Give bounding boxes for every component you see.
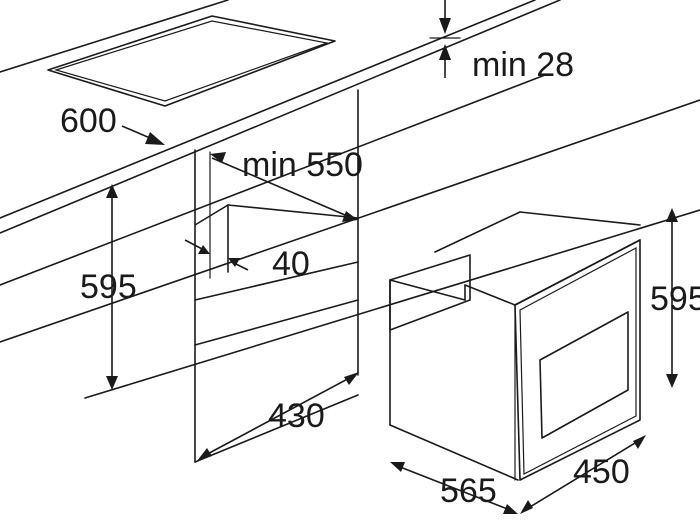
dimension-40 — [184, 239, 249, 271]
dimension-min-28 — [429, 0, 461, 78]
label-40: 40 — [272, 245, 310, 283]
label-450: 450 — [573, 453, 630, 491]
label-595-oven: 595 — [650, 280, 700, 318]
label-595-niche: 595 — [80, 268, 137, 306]
cabinet-niche — [84, 89, 700, 463]
label-min-28: min 28 — [472, 46, 574, 84]
dimension-595-niche — [106, 184, 118, 390]
dimension-min-550 — [210, 152, 358, 222]
dimension-600 — [121, 125, 165, 145]
label-430: 430 — [268, 397, 325, 435]
dimension-595-oven — [666, 208, 678, 388]
label-600: 600 — [60, 102, 117, 140]
label-565: 565 — [440, 472, 497, 510]
dimension-450 — [520, 435, 646, 514]
dimension-430 — [197, 372, 359, 461]
dimension-565 — [390, 462, 518, 514]
cooktop — [47, 15, 336, 107]
oven — [389, 211, 641, 481]
label-min-550: min 550 — [242, 146, 363, 184]
